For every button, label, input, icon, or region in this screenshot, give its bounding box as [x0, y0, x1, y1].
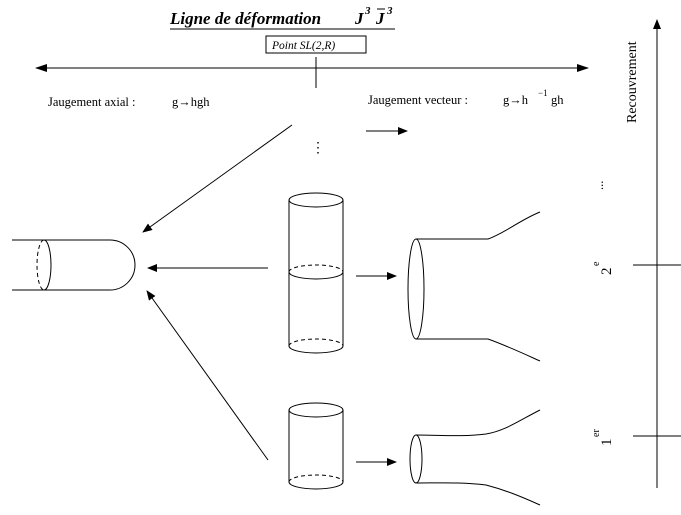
- vector-gauge-formula-end: gh: [551, 93, 564, 107]
- level-first-label: 1: [599, 439, 615, 447]
- axial-gauge-formula: g→hgh: [172, 95, 210, 109]
- arrow-from-dots: [142, 124, 293, 233]
- vector-gauge-exponent: −1: [538, 88, 548, 98]
- title-j-exponent: 3: [364, 5, 371, 17]
- axial-gauge-label: Jaugement axial : g→hgh: [48, 95, 210, 109]
- title-jbar-exponent: 3: [386, 5, 393, 17]
- axial-gauge-prefix: Jaugement axial :: [48, 95, 135, 109]
- axis-ellipsis: ...: [592, 181, 606, 190]
- recouvrement-axis: Recouvrement ... 2 e 1 er: [591, 19, 681, 488]
- title-j: J: [354, 9, 364, 28]
- level-first-superscript: er: [591, 429, 602, 437]
- level-second-superscript: e: [591, 261, 602, 266]
- title-jbar: J: [375, 9, 385, 28]
- diagram-title: Ligne de déformation J 3 J 3: [169, 5, 395, 30]
- title-text: Ligne de déformation: [169, 9, 321, 28]
- recouvrement-label: Recouvrement: [625, 41, 640, 123]
- vector-gauge-label: Jaugement vecteur : g→h −1 gh: [368, 88, 564, 107]
- large-trumpet: [407, 211, 541, 362]
- vector-gauge-formula: g→h: [503, 93, 529, 107]
- point-label: Point SL(2,R): [271, 40, 335, 52]
- single-cylinder: [288, 402, 344, 490]
- continuation-dots: ⋮: [311, 141, 325, 156]
- double-cylinder: [288, 192, 344, 354]
- capped-cylinder: [12, 239, 136, 291]
- vector-gauge-prefix: Jaugement vecteur :: [368, 93, 468, 107]
- small-trumpet: [409, 409, 541, 506]
- arrow-from-single-cylinder: [146, 290, 269, 461]
- level-second-label: 2: [599, 268, 615, 276]
- point-box-frame: [265, 35, 367, 54]
- point-sl2r-box: Point SL(2,R): [265, 35, 367, 54]
